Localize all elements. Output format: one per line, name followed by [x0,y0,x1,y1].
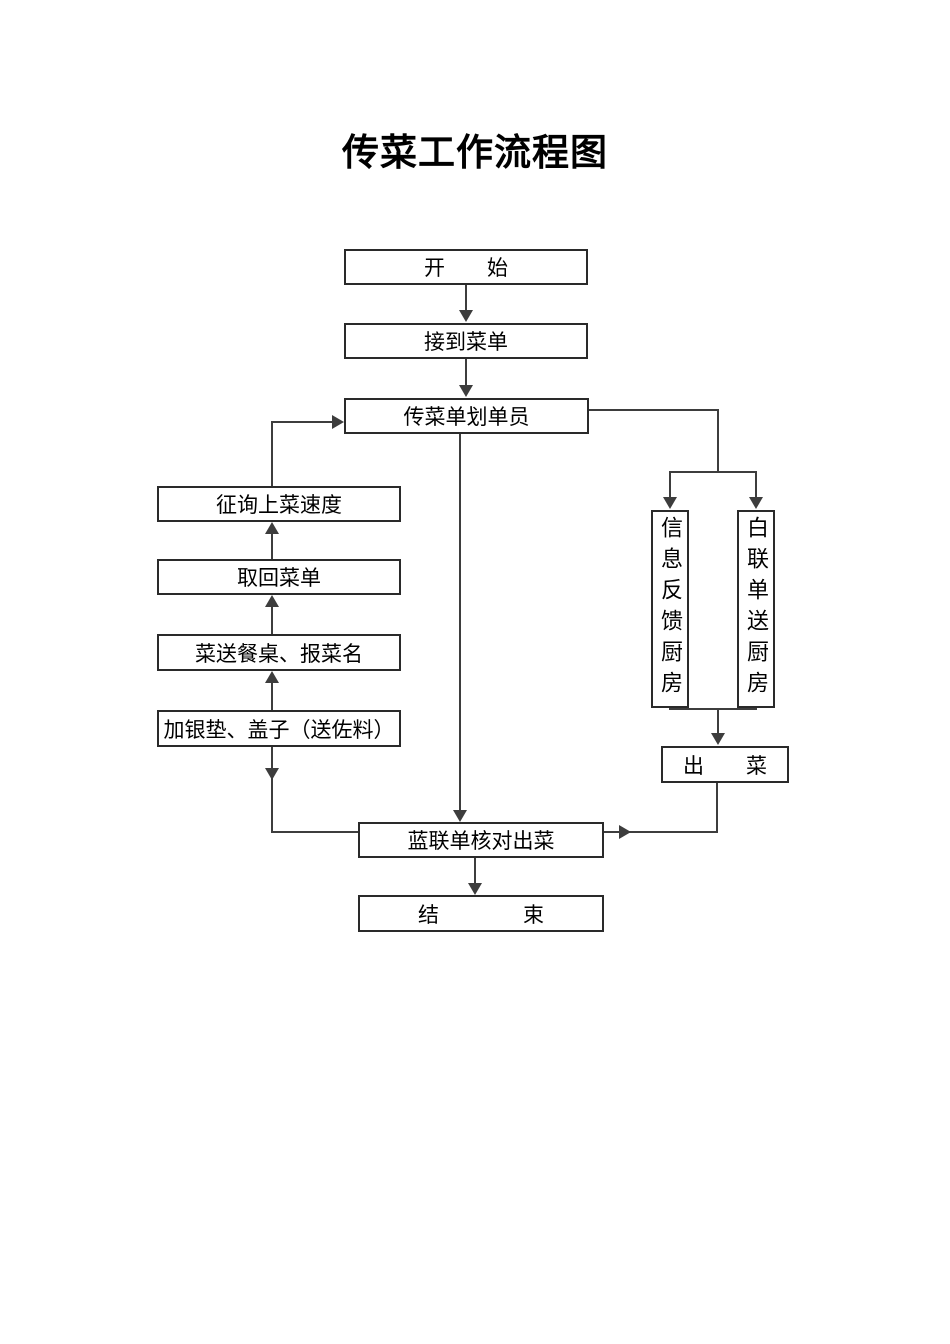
arrowhead-right-icon [619,825,631,839]
arrowhead-up-icon [265,595,279,607]
connector-right-down [717,409,719,473]
connector-bluecheck-to-end [474,858,476,887]
arrowhead-up-icon [265,522,279,534]
connector-addpad-down [271,747,273,832]
connector-pass-to-bluecheck [459,434,461,814]
arrowhead-right-icon [332,415,344,429]
arrowhead-down-icon [663,497,677,509]
connector-right-split [669,471,757,473]
connector-deliver-to-retrieve [271,605,273,634]
node-inquire-serving-speed: 征询上菜速度 [157,486,401,522]
node-retrieve-menu: 取回菜单 [157,559,401,595]
connector-addpad-to-deliver [271,681,273,710]
page-title: 传菜工作流程图 [342,132,608,173]
arrowhead-down-icon [459,385,473,397]
connector-to-white-copy [755,471,757,499]
arrowhead-down-icon [265,768,279,780]
connector-retrieve-to-inquire [271,532,273,559]
connector-receive-to-pass [465,359,467,389]
arrowhead-down-icon [749,497,763,509]
arrowhead-down-icon [459,310,473,322]
connector-start-to-receive [465,285,467,315]
connector-serve-to-bluecheck [604,831,718,833]
node-receive-menu: 接到菜单 [344,323,588,359]
connector-join-to-serve [717,708,719,736]
connector-inquire-up [271,422,273,486]
connector-serve-down [716,783,718,833]
connector-inquire-to-pass [271,421,334,423]
node-pass-menu-marker: 传菜单划单员 [344,398,589,434]
node-start: 开 始 [344,249,588,285]
arrowhead-up-icon [265,671,279,683]
node-add-pad-lid: 加银垫、盖子（送佐料） [157,710,401,747]
connector-addpad-to-bluecheck [271,831,358,833]
node-info-feedback-kitchen: 信息反馈厨房 [651,510,689,708]
connector-to-info-feedback [669,471,671,499]
node-blue-copy-check: 蓝联单核对出菜 [358,822,604,858]
node-end: 结 束 [358,895,604,932]
arrowhead-down-icon [453,810,467,822]
arrowhead-down-icon [468,883,482,895]
connector-join-bottom [669,708,757,710]
node-deliver-dish-announce: 菜送餐桌、报菜名 [157,634,401,671]
node-serve-dish: 出 菜 [661,746,789,783]
node-white-copy-kitchen: 白联单送厨房 [737,510,775,708]
connector-pass-right [589,409,719,411]
arrowhead-down-icon [711,733,725,745]
